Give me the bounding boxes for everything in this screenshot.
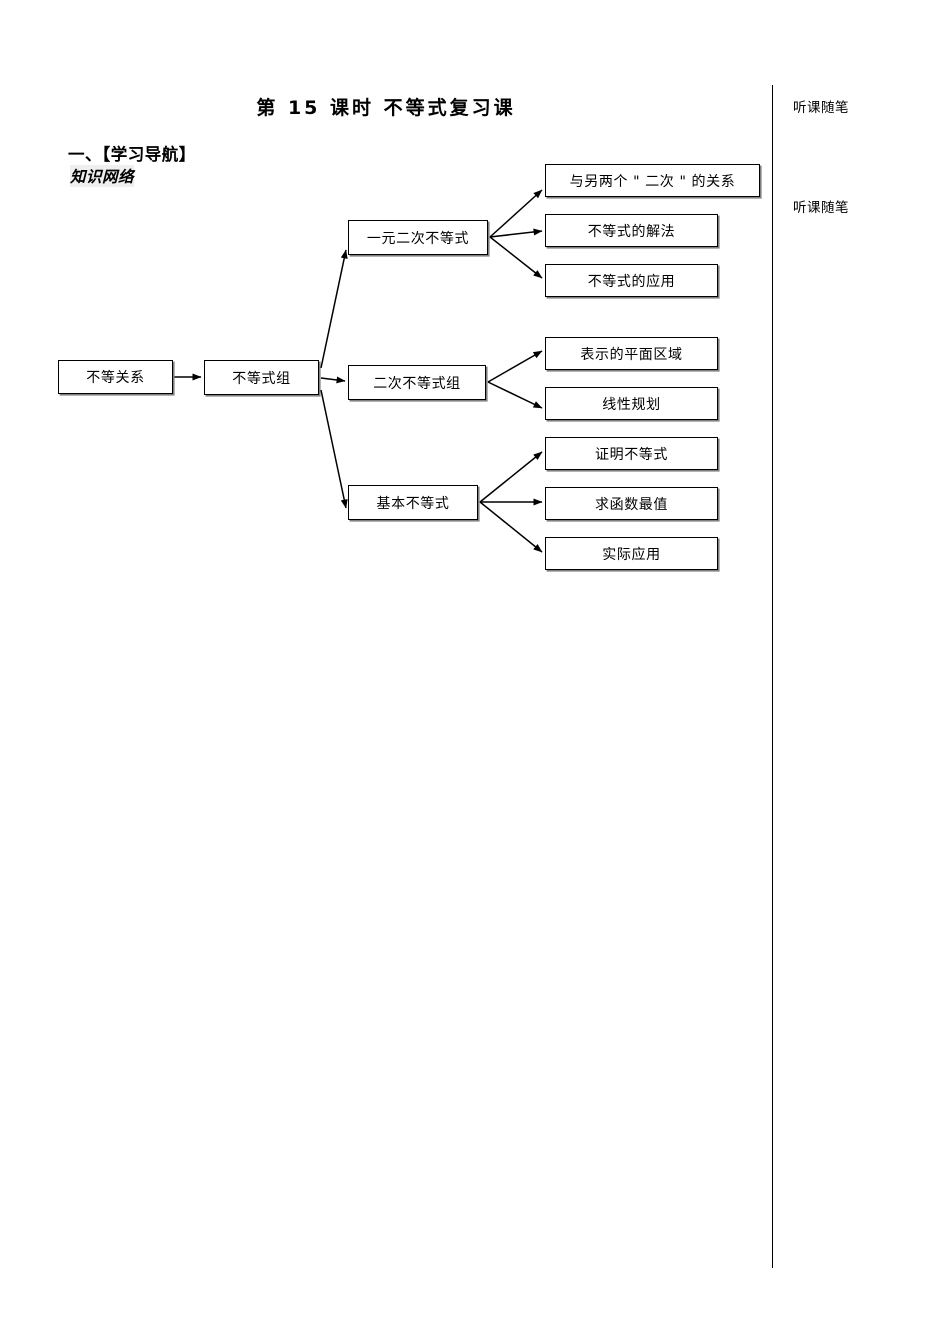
diagram-node-n10: 线性规划 xyxy=(545,387,718,420)
diagram-node-n1: 不等关系 xyxy=(58,360,173,394)
diagram-node-label: 与另两个 " 二次 " 的关系 xyxy=(569,173,736,190)
diagram-node-n3: 一元二次不等式 xyxy=(348,220,488,255)
diagram-node-label: 表示的平面区域 xyxy=(580,346,683,363)
margin-divider-line xyxy=(772,85,773,1268)
diagram-node-label: 一元二次不等式 xyxy=(366,230,470,247)
diagram-arrow-n2-to-n5 xyxy=(320,389,348,509)
diagram-node-label: 不等式的解法 xyxy=(587,223,676,240)
page-title: 第 15 课时 不等式复习课 xyxy=(256,97,516,119)
section-heading: 一、【学习导航】 xyxy=(68,145,196,164)
diagram-arrow-n5-to-n11 xyxy=(479,451,543,503)
diagram-node-n13: 实际应用 xyxy=(545,537,718,570)
diagram-arrow-n4-to-n9 xyxy=(487,350,543,383)
diagram-node-label: 不等式组 xyxy=(232,370,291,387)
diagram-arrow-n5-to-n13 xyxy=(479,501,543,553)
diagram-node-label: 实际应用 xyxy=(602,546,661,563)
diagram-arrow-n3-to-n6 xyxy=(489,189,543,238)
diagram-node-label: 基本不等式 xyxy=(376,495,450,512)
sub-heading: 知识网络 xyxy=(70,165,135,187)
diagram-node-label: 不等式的应用 xyxy=(587,273,676,290)
diagram-arrow-n4-to-n10 xyxy=(487,381,543,409)
diagram-node-n7: 不等式的解法 xyxy=(545,214,718,247)
diagram-node-label: 求函数最值 xyxy=(595,496,668,513)
diagram-node-label: 二次不等式组 xyxy=(373,375,461,392)
margin-note-second: 听课随笔 xyxy=(793,200,849,216)
diagram-node-n8: 不等式的应用 xyxy=(545,264,718,297)
diagram-node-n2: 不等式组 xyxy=(204,360,319,395)
diagram-arrow-n3-to-n8 xyxy=(489,236,543,279)
diagram-arrow-n3-to-n7 xyxy=(489,228,543,238)
diagram-node-n12: 求函数最值 xyxy=(545,487,718,520)
diagram-node-n9: 表示的平面区域 xyxy=(545,337,718,370)
diagram-node-n11: 证明不等式 xyxy=(545,437,718,470)
diagram-node-label: 不等关系 xyxy=(86,370,145,386)
diagram-node-n6: 与另两个 " 二次 " 的关系 xyxy=(545,164,760,197)
diagram-arrow-n2-to-n3 xyxy=(320,249,348,369)
diagram-node-n5: 基本不等式 xyxy=(348,485,478,520)
diagram-arrow-n2-to-n4 xyxy=(320,376,346,384)
diagram-node-label: 线性规划 xyxy=(602,396,661,413)
margin-note-top: 听课随笔 xyxy=(793,100,849,116)
diagram-node-n4: 二次不等式组 xyxy=(348,365,486,400)
diagram-node-label: 证明不等式 xyxy=(595,446,668,463)
